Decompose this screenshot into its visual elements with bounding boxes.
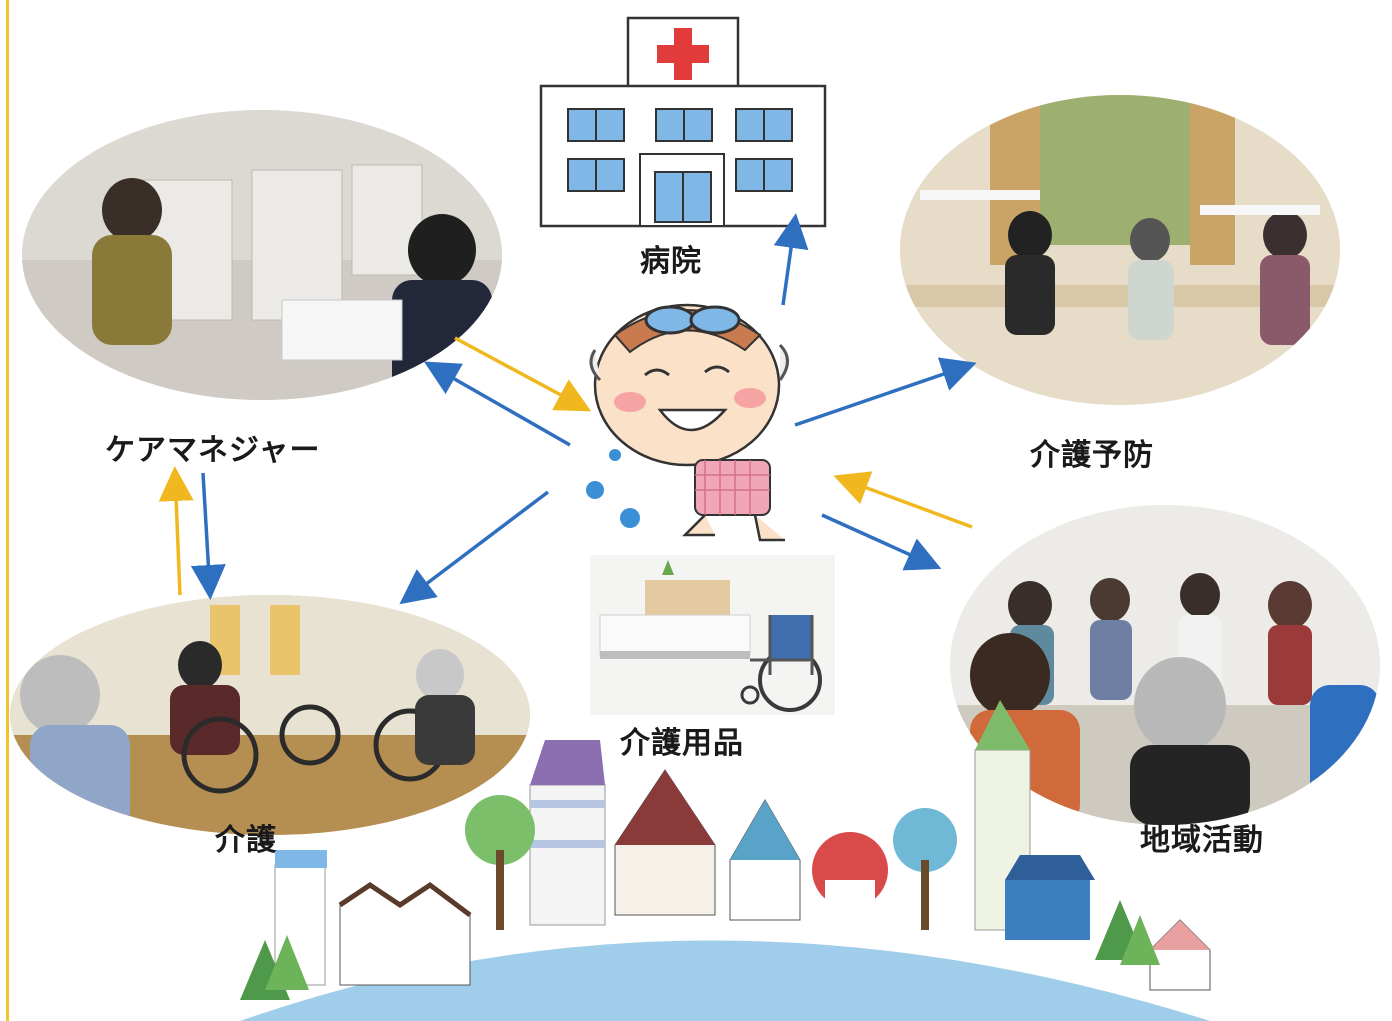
community-activity-label: 地域活動 bbox=[1140, 823, 1264, 858]
care-prevention-label: 介護予防 bbox=[1030, 438, 1154, 473]
care-manager-photo bbox=[22, 110, 502, 400]
hospital-illustration bbox=[538, 14, 828, 234]
care-supplies-image bbox=[590, 555, 835, 715]
hospital-label: 病院 bbox=[640, 244, 702, 279]
arrow-to-nursing-care bbox=[399, 490, 550, 605]
nursing-care-label: 介護 bbox=[215, 823, 277, 858]
left-accent-line bbox=[6, 0, 9, 1021]
care-prevention-photo bbox=[900, 95, 1340, 405]
arrow-care-manager-down bbox=[190, 472, 226, 600]
nursing-care-photo bbox=[10, 595, 530, 835]
arrow-to-hospital bbox=[773, 213, 809, 306]
arrow-to-care-prevention bbox=[794, 357, 977, 427]
elderly-man-character bbox=[575, 290, 815, 550]
arrow-from-community bbox=[833, 471, 973, 529]
care-supplies-label: 介護用品 bbox=[620, 726, 744, 761]
arrow-from-care-manager bbox=[454, 336, 592, 412]
arrow-to-community bbox=[821, 513, 942, 571]
arrow-care-manager-up bbox=[158, 466, 194, 596]
arrow-to-care-manager bbox=[423, 361, 571, 447]
care-manager-label: ケアマネジャー bbox=[105, 433, 321, 468]
